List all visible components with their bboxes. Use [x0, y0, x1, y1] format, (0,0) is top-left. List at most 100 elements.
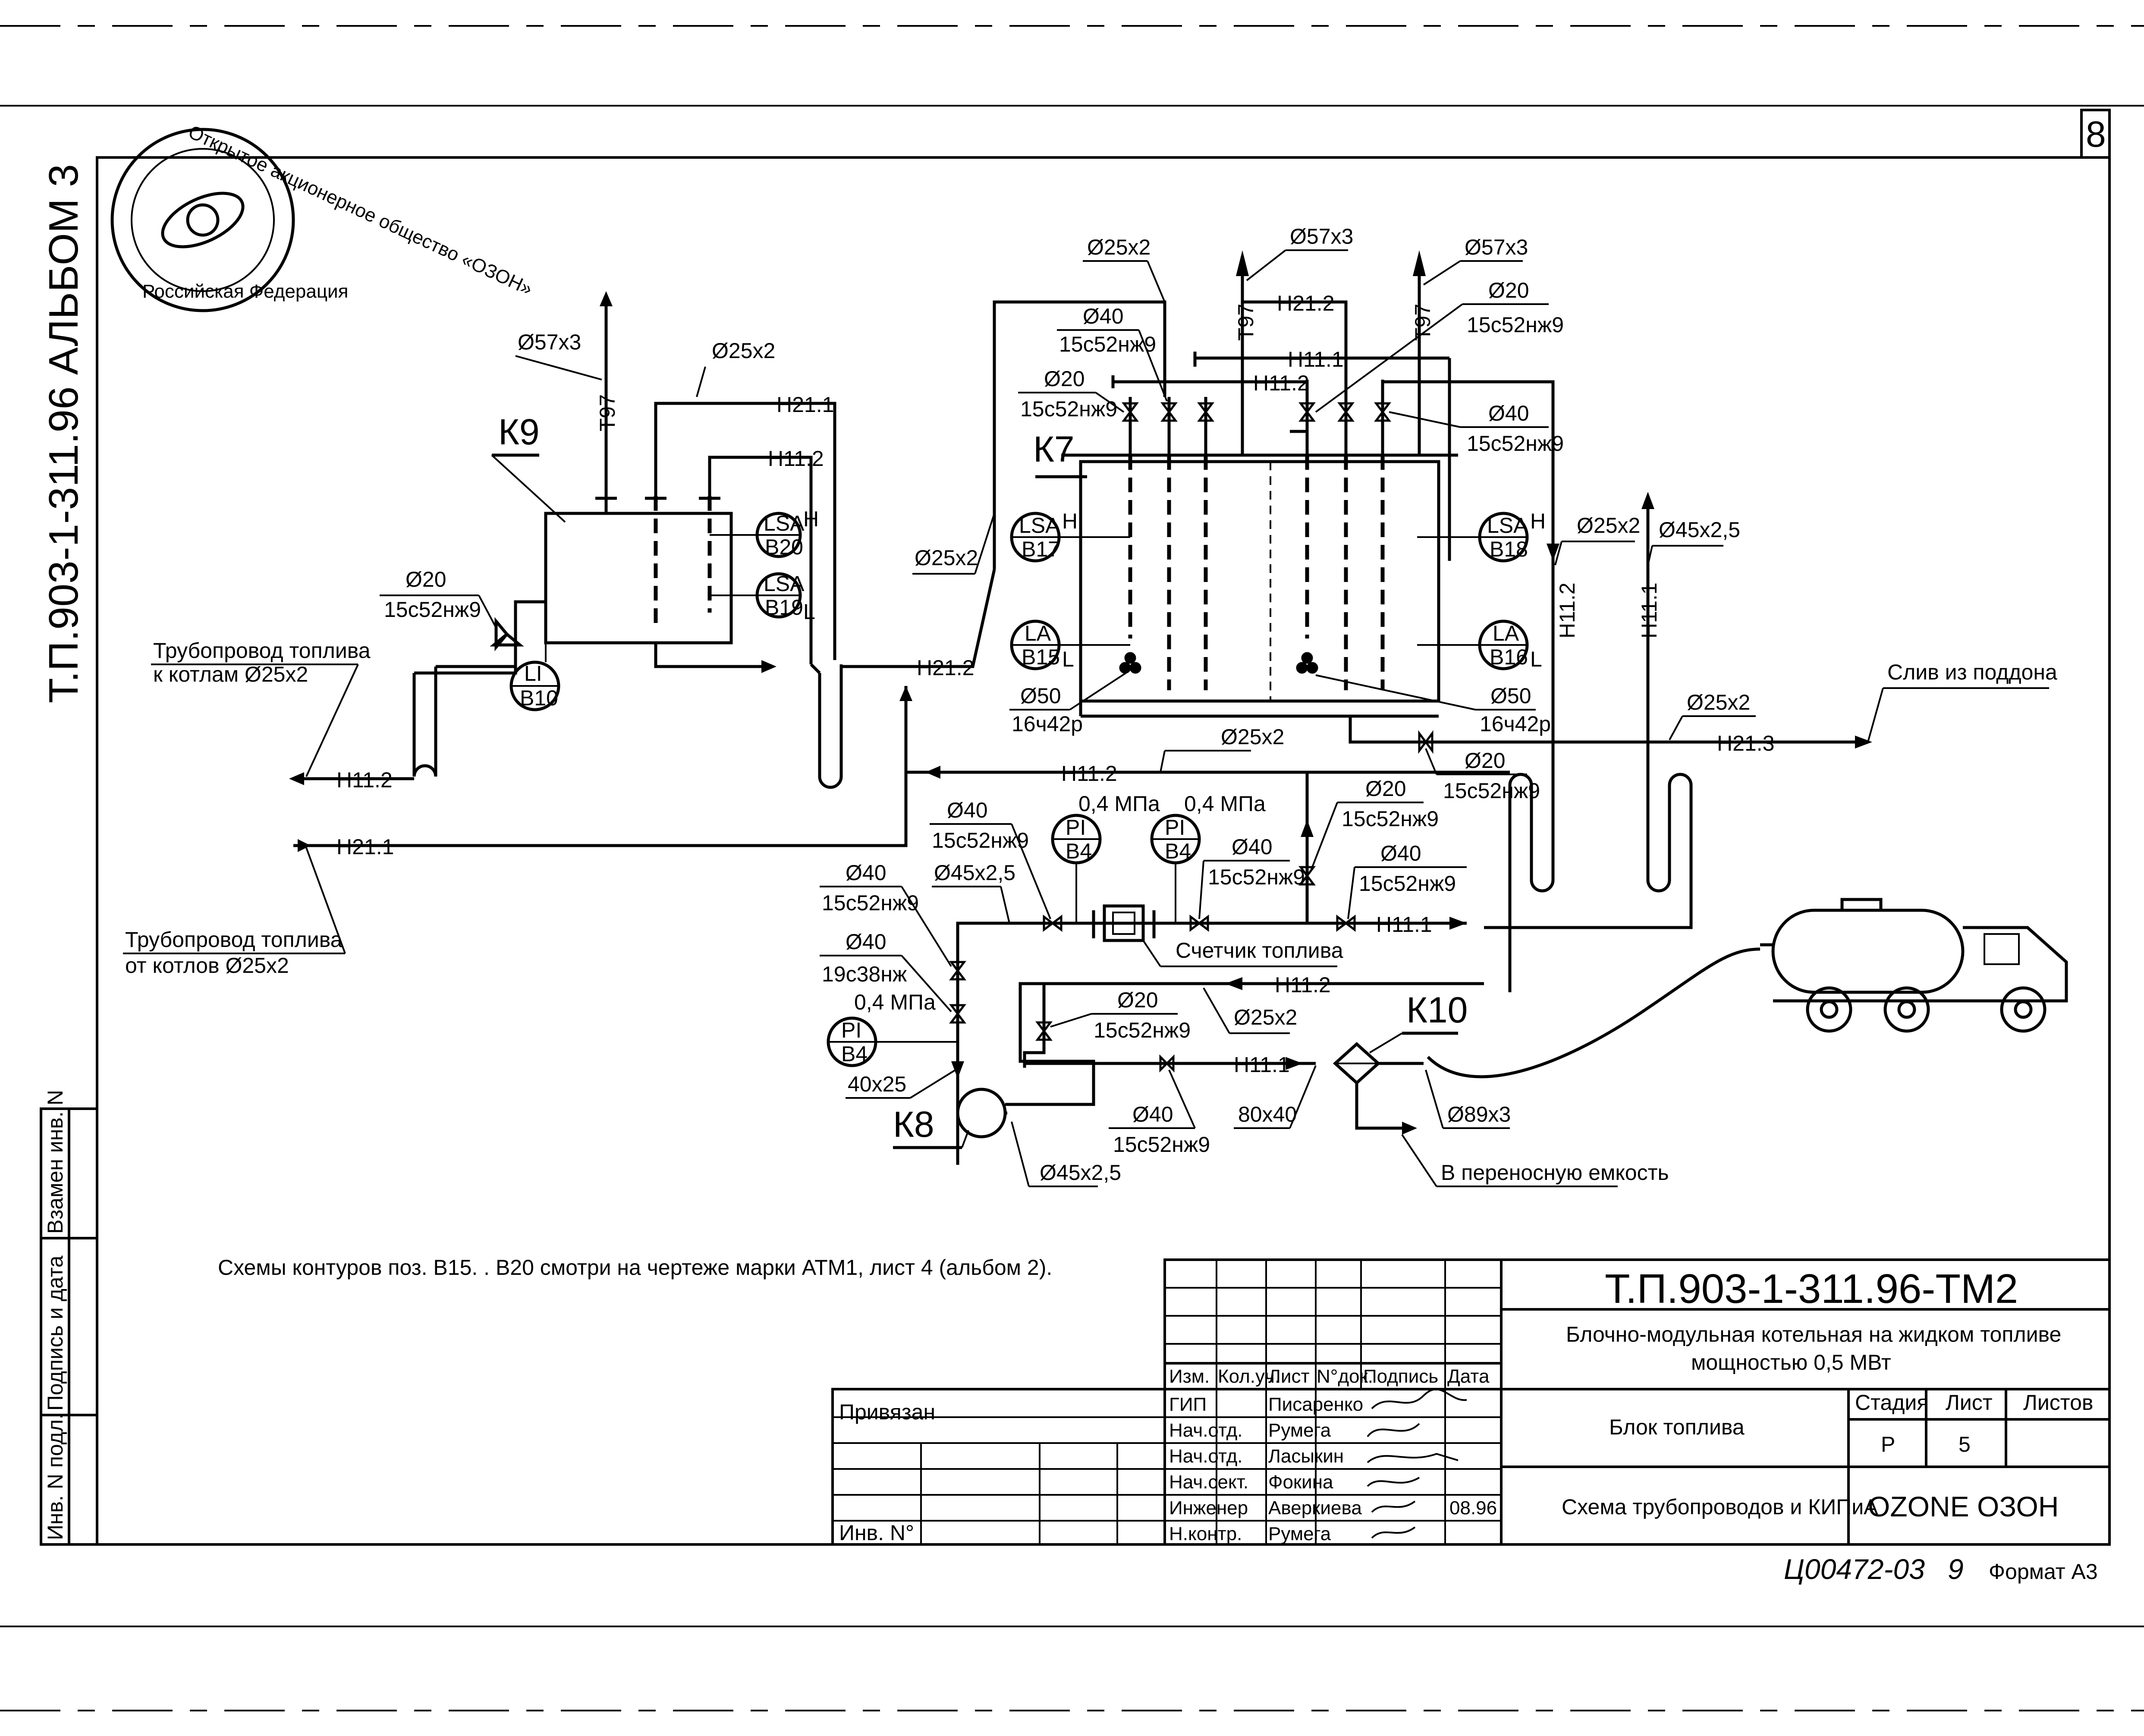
k7-d57a: Ø57х3 — [1290, 224, 1353, 248]
tb-name-5: Румега — [1268, 1523, 1331, 1544]
k8-tag: К8 — [893, 1104, 934, 1145]
side-block: Взамен инв. N Подпись и дата Инв. N подл… — [40, 1090, 98, 1546]
k7-h111-top: Н11.1 — [1288, 347, 1344, 371]
k7-d45-right: Ø45х2,5 — [1659, 518, 1740, 542]
d89: Ø89х3 — [1447, 1102, 1511, 1126]
k9-inst0-bot: B20 — [765, 535, 803, 559]
scan-edge-lines — [0, 25, 2144, 1711]
tb-code: Т.П.903-1-311.96-ТМ2 — [1605, 1266, 2018, 1312]
p-d40-5: Ø40 — [846, 930, 887, 954]
tank-k9: К9 Ø57х3 Т97 Ø25х2 Н21.1 Н11.2 Ø20 15с52… — [380, 291, 836, 711]
k7-d25x2-right: Ø25х2 — [1577, 513, 1640, 538]
p-m40-4: 15с52нж9 — [822, 891, 919, 915]
tb-order: Ц00472-03 — [1784, 1553, 1925, 1585]
pi3-top: PI — [841, 1018, 861, 1042]
k7-m50a: 16ч42р — [1012, 712, 1083, 736]
k9-pipe-25: Ø25х2 — [712, 339, 775, 363]
tb-inv: Инв. N° — [839, 1521, 914, 1545]
h112-mid: Н11.2 — [1061, 761, 1117, 786]
k9-inst0-suffix: H — [803, 507, 819, 531]
drain-label: Слив из поддона — [1887, 660, 2057, 684]
note: Схемы контуров поз. В15. . В20 смотри на… — [218, 1255, 1052, 1280]
p-m20-low: 15с52нж9 — [1094, 1018, 1191, 1042]
tb-name-0: Писаренко — [1268, 1394, 1363, 1415]
k7-m40b: 15с52нж9 — [1467, 431, 1564, 456]
k7-h212-left: Н21.2 — [917, 656, 974, 680]
p-d45: Ø45х2,5 — [934, 861, 1015, 885]
k7-d50b: Ø50 — [1490, 684, 1531, 708]
k9-inst1-top: LSA — [764, 572, 805, 596]
tb-tied: Привязан — [839, 1400, 935, 1424]
tb-sheet: 5 — [1959, 1432, 1971, 1456]
k7-d57b: Ø57х3 — [1465, 235, 1528, 259]
tb-sheet-hdr: Лист — [1946, 1390, 1993, 1415]
pi3-bot: B4 — [841, 1042, 868, 1066]
k9-h112: Н11.2 — [768, 447, 824, 471]
k7-h212-top: Н21.2 — [1277, 291, 1334, 315]
fuel-to-1: Трубопровод топлива — [153, 638, 371, 663]
album-title: Т.П.903-1-311.96 АЛЬБОМ 3 — [41, 164, 87, 703]
k9-inst0-top: LSA — [764, 511, 805, 535]
tb-role-1: Нач.отд. — [1169, 1420, 1243, 1441]
tb-name-4: Аверкиева — [1268, 1497, 1362, 1519]
k9-tag: К9 — [498, 412, 540, 452]
p-m40-6: 15с52нж9 — [1113, 1132, 1210, 1157]
k7-inst3-top: LA — [1493, 621, 1519, 645]
r8040: 80х40 — [1238, 1102, 1297, 1126]
tb-role-2: Нач.отд. — [1169, 1446, 1243, 1467]
k7-tag: К7 — [1033, 429, 1075, 469]
k7-m20a: 15с52нж9 — [1020, 397, 1117, 421]
side-label-0: Взамен инв. N — [43, 1090, 67, 1234]
k7-inst2-top: LSA — [1487, 513, 1528, 538]
pi1-bot: B4 — [1066, 839, 1092, 863]
seal-text-0: Российская Федерация — [142, 281, 348, 302]
side-label-2: Инв. N подл. — [43, 1413, 67, 1540]
drain-d20: Ø20 — [1465, 748, 1506, 773]
k9-inst2-bot: B10 — [520, 686, 558, 710]
k9-pipe-out: Ø57х3 — [518, 330, 581, 354]
tb-hdr-0: Изм. — [1169, 1366, 1210, 1387]
tb-hdr-2: Лист — [1268, 1366, 1310, 1387]
tb-date: 08.96 — [1449, 1497, 1497, 1519]
tb-scheme: Схема трубопроводов и КИПиА — [1562, 1495, 1878, 1519]
h213: Н21.3 — [1717, 731, 1774, 755]
p-d40-6: Ø40 — [1132, 1102, 1173, 1126]
tb-stage: Р — [1881, 1432, 1895, 1456]
k7-inst1-suffix: L — [1062, 647, 1074, 671]
portable: В переносную емкость — [1441, 1160, 1669, 1185]
k7-m50b: 16ч42р — [1480, 712, 1551, 736]
p-d45b: Ø45х2,5 — [1040, 1160, 1121, 1185]
sheet-number-box — [2080, 109, 2111, 159]
seal-text-1: Открытое акционерное общество «ОЗОН» — [185, 121, 536, 300]
h112-low: Н11.2 — [1275, 973, 1331, 997]
k9-inst1-bot: B19 — [765, 595, 803, 620]
tanker-truck-icon — [1760, 898, 2068, 1033]
tb-format: Формат А3 — [1989, 1560, 2098, 1584]
drain-line: Н21.3 Ø25х2 Слив из поддона Ø20 15с52нж9 — [1349, 561, 2057, 992]
k9-valve-mark: 15с52нж9 — [384, 598, 481, 622]
pump-section: Н11.2 Ø25х2 Н11.1 Счетчик топлива PI B4 … — [820, 725, 1760, 1187]
k7-inst3-suffix: L — [1530, 647, 1542, 671]
k7-d25x2-top: Ø25х2 — [1087, 235, 1151, 259]
expansion-loops-left — [412, 663, 843, 789]
tb-role-4: Инженер — [1169, 1497, 1248, 1519]
p-d40-4: Ø40 — [846, 861, 887, 885]
p-m40-5: 19с38нж — [822, 962, 907, 986]
tb-stage-hdr: Стадия — [1855, 1390, 1928, 1415]
tank-k7: LSA B17 H LA B15 L LSA B18 H LA B16 L К7… — [841, 224, 1740, 736]
press3: 0,4 МПа — [854, 990, 936, 1014]
k9-inst1-suffix: L — [803, 600, 815, 624]
press1: 0,4 МПа — [1078, 792, 1160, 816]
r4025: 40х25 — [848, 1072, 906, 1096]
k10-tag: К10 — [1406, 990, 1468, 1030]
tb-name-1: Румега — [1268, 1420, 1331, 1441]
drain-d25x2: Ø25х2 — [1687, 690, 1750, 714]
k7-inst1-top: LA — [1025, 621, 1051, 645]
k7-m20b: 15с52нж9 — [1467, 313, 1564, 337]
h112-left: Н11.2 — [336, 768, 393, 792]
company-seal: Открытое акционерное общество «ОЗОН» Рос… — [110, 121, 536, 312]
k7-d50a: Ø50 — [1020, 684, 1061, 708]
p-m40-1: 15с52нж9 — [932, 828, 1029, 852]
k7-h112-top: Н11.2 — [1253, 371, 1309, 395]
p-d40-1: Ø40 — [947, 798, 988, 822]
